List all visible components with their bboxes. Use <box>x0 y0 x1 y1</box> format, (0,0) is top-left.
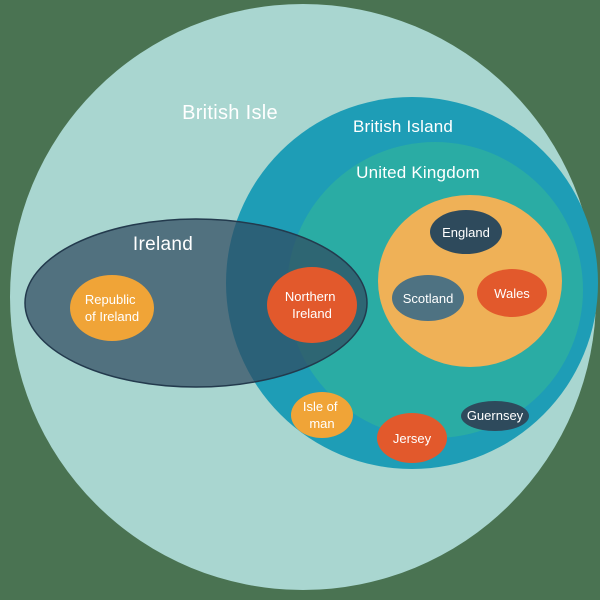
uk-countries-circle <box>378 195 562 367</box>
guernsey-ellipse <box>461 401 529 431</box>
isle-of-man-label: Isle of man <box>303 399 341 431</box>
england-ellipse <box>430 210 502 254</box>
wales-ellipse <box>477 269 547 317</box>
ireland-ellipse <box>24 218 368 388</box>
guernsey-label: Guernsey <box>467 408 524 423</box>
northern-ireland-label: Northern Ireland <box>285 289 339 321</box>
republic-of-ireland-ellipse <box>70 275 154 341</box>
scotland-label: Scotland <box>403 291 454 306</box>
british-island-label: British Island <box>353 117 453 136</box>
republic-of-ireland-label: Republic of Ireland <box>85 292 139 324</box>
wales-label: Wales <box>494 286 530 301</box>
jersey-ellipse <box>377 413 447 463</box>
isle-of-man-ellipse <box>291 392 353 438</box>
northern-ireland-ellipse <box>267 267 357 343</box>
ireland-label: Ireland <box>133 234 193 255</box>
united-kingdom-label: United Kingdom <box>356 163 480 182</box>
british-isle-label: British Isle <box>182 102 278 124</box>
scotland-ellipse <box>392 275 464 321</box>
england-label: England <box>442 225 490 240</box>
jersey-label: Jersey <box>393 431 432 446</box>
